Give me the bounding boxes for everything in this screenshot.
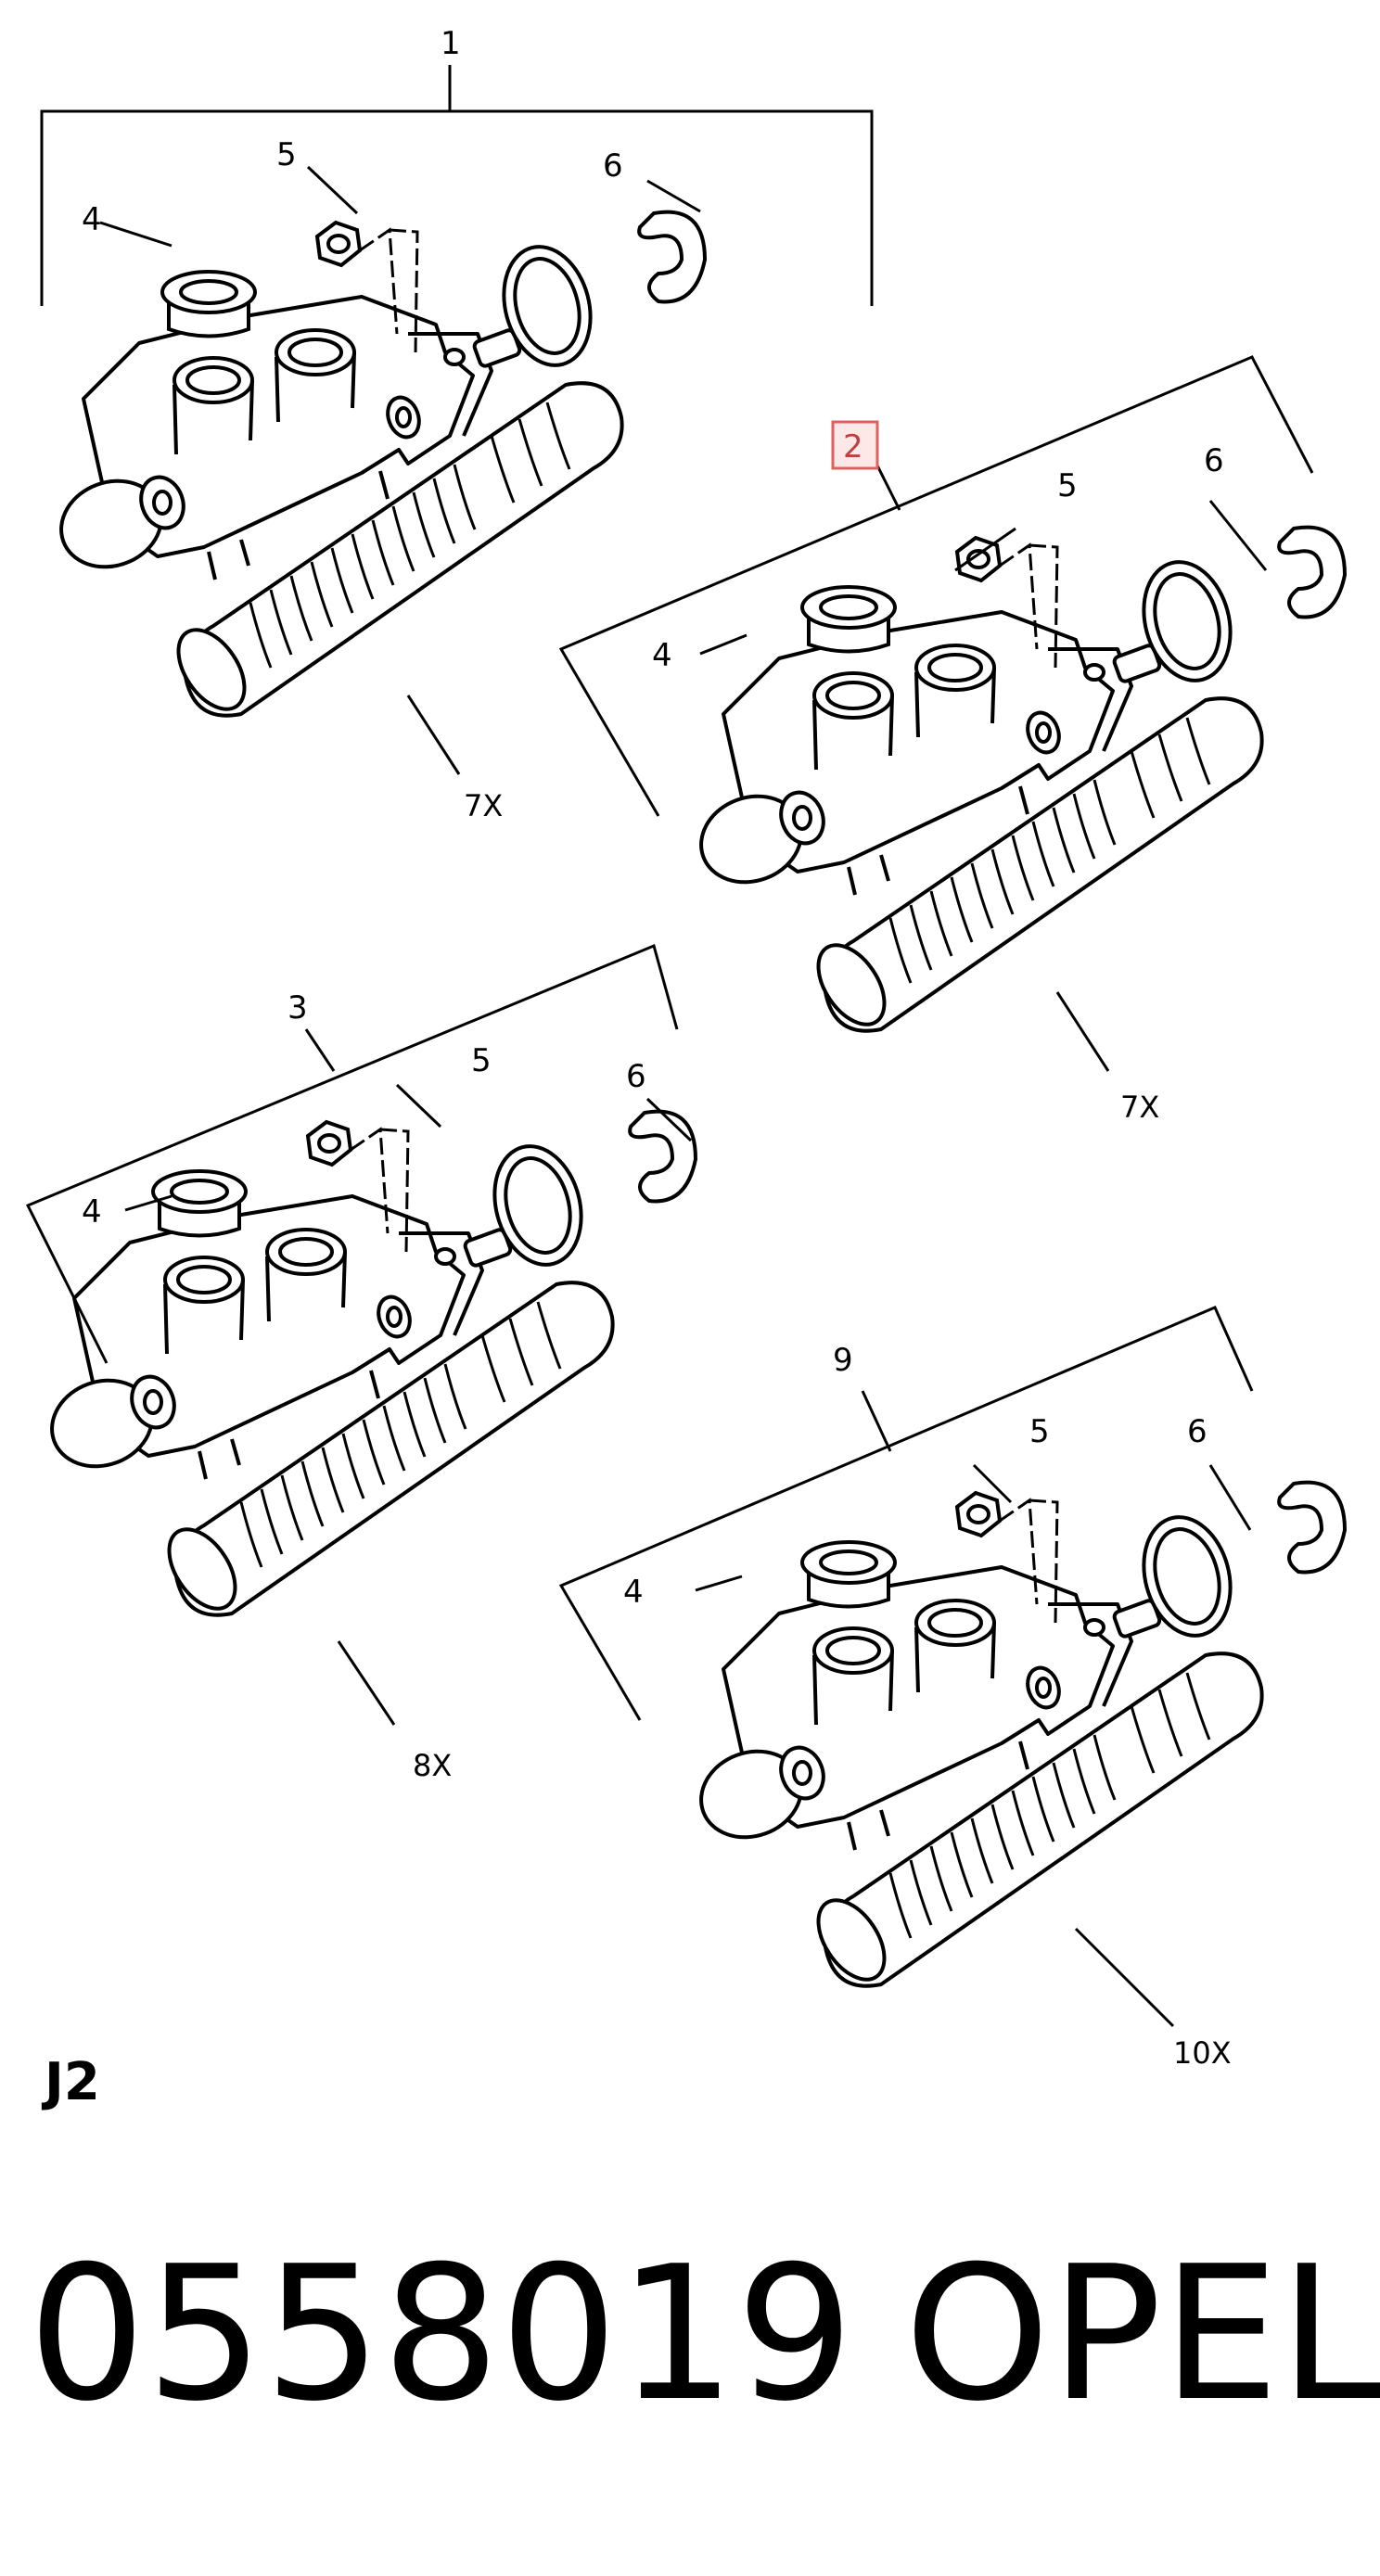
callout-cap-2: 4	[652, 637, 672, 674]
callout-nut-9: 5	[1029, 1413, 1050, 1450]
assembly-2	[686, 525, 1347, 1039]
callout-assembly-2: 2	[843, 428, 863, 465]
assembly-2-callouts	[558, 355, 1314, 1072]
callout-clip-1: 6	[603, 147, 623, 185]
callout-nut-2: 5	[1057, 467, 1078, 504]
callout-clip-3: 6	[626, 1058, 646, 1095]
assembly-1-callouts	[40, 65, 874, 775]
assembly-1	[46, 210, 707, 723]
callout-assembly-9: 9	[833, 1342, 853, 1379]
callout-assembly-3: 3	[288, 989, 308, 1027]
part-number: 0558019	[28, 2226, 854, 2442]
callout-nut-3: 5	[471, 1042, 492, 1079]
assembly-3-callouts	[25, 943, 693, 1726]
callout-cap-1: 4	[82, 201, 102, 238]
callout-assembly-1: 1	[441, 25, 461, 62]
callout-nut-1: 5	[276, 136, 297, 173]
assembly-9	[686, 1480, 1347, 1994]
callout-clip-2: 6	[1204, 442, 1224, 479]
callout-spring-2: 7X	[1120, 1090, 1159, 1125]
sheet-code: J2	[45, 2052, 100, 2112]
brand-name: OPEL	[904, 2226, 1380, 2442]
callout-clip-9: 6	[1187, 1413, 1208, 1450]
assembly-9-callouts	[558, 1306, 1254, 2028]
callout-spring-1: 7X	[464, 788, 503, 823]
assembly-2-highlight	[831, 420, 879, 470]
callout-spring-9: 10X	[1173, 2035, 1232, 2071]
assembly-3	[37, 1109, 697, 1623]
callout-spring-3: 8X	[413, 1748, 452, 1783]
callout-cap-3: 4	[82, 1193, 102, 1231]
callout-cap-9: 4	[623, 1574, 644, 1611]
